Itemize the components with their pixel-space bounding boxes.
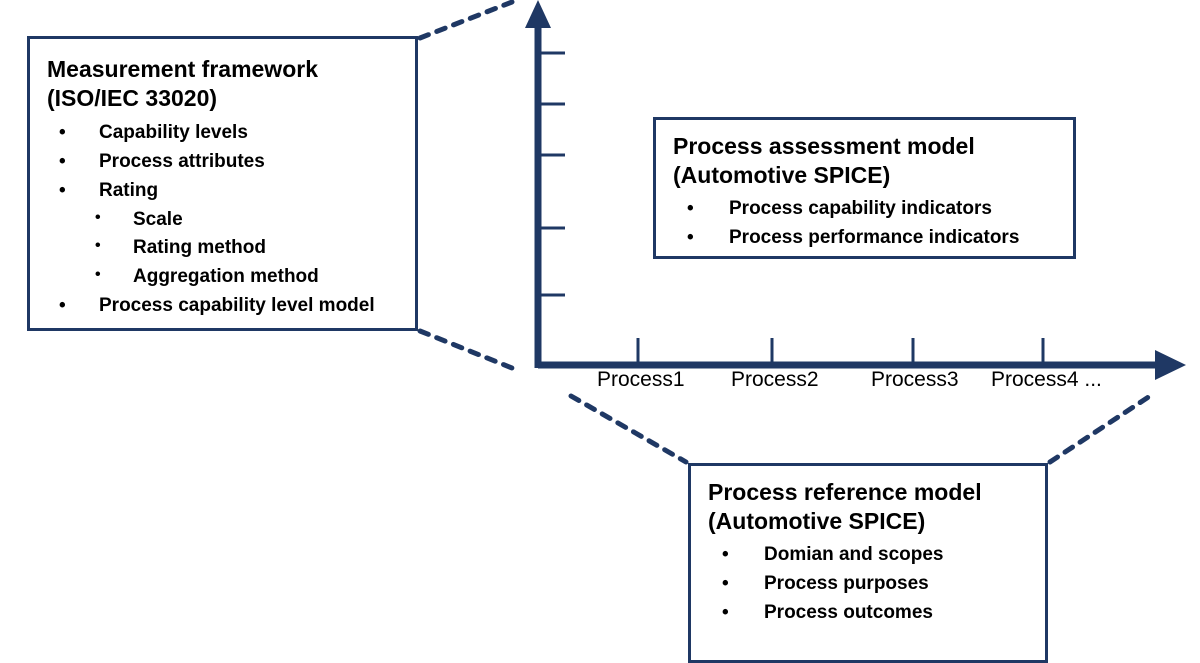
connector-layer [417, 0, 1153, 465]
bullet-icon: • [95, 208, 101, 226]
list-item: • Domian and scopes [708, 541, 1045, 570]
bullet-icon: • [59, 179, 66, 201]
bullet-icon: • [687, 197, 694, 219]
list-item: • Process attributes [47, 148, 415, 177]
list-item: • Process outcomes [708, 599, 1045, 628]
list-item-label: Capability levels [99, 121, 248, 143]
process-reference-model-title: Process reference model (Automotive SPIC… [708, 479, 982, 535]
diagram-canvas: Process1 Process2 Process3 Process4 ... … [27, 0, 1186, 663]
bullet-icon: • [722, 601, 729, 623]
connector-origin-to-reference-left [568, 393, 689, 465]
y-axis-arrowhead [525, 0, 551, 28]
bullet-icon: • [687, 226, 694, 248]
list-item: • Rating method [47, 234, 415, 263]
list-item: • Rating [47, 177, 415, 206]
y-axis [525, 0, 565, 368]
list-item: • Scale [47, 206, 415, 235]
process-assessment-model-bullet-list: • Process capability indicators • Proces… [673, 195, 1073, 253]
x-axis-label-process1: Process1 [597, 368, 685, 391]
list-item-label: Scale [133, 208, 183, 230]
box-process-reference-model: Process reference model (Automotive SPIC… [688, 463, 1048, 663]
list-item-label: Domian and scopes [764, 543, 944, 565]
list-item-label: Process purposes [764, 572, 929, 594]
list-item-label: Aggregation method [133, 266, 319, 288]
box-process-assessment-model: Process assessment model (Automotive SPI… [653, 117, 1076, 259]
list-item: • Aggregation method [47, 263, 415, 292]
list-item-label: Rating [99, 179, 159, 201]
process-assessment-model-title: Process assessment model (Automotive SPI… [673, 133, 975, 189]
list-item: • Process purposes [708, 570, 1045, 599]
bullet-icon: • [59, 150, 66, 172]
connector-measurement-to-y-axis-top [417, 0, 515, 41]
bullet-icon: • [722, 543, 729, 565]
list-item-label: Process capability level model [99, 295, 375, 317]
list-item: • Capability levels [47, 119, 415, 148]
bullet-icon: • [59, 295, 66, 317]
measurement-framework-title: Measurement framework (ISO/IEC 33020) [47, 56, 318, 112]
bullet-icon: • [722, 572, 729, 594]
list-item-label: Process attributes [99, 150, 265, 172]
list-item: • Process capability indicators [673, 195, 1073, 224]
x-axis-label-process3: Process3 [871, 368, 959, 391]
bullet-icon: • [95, 237, 101, 255]
bullet-icon: • [59, 121, 66, 143]
list-item-label: Process performance indicators [729, 226, 1020, 248]
bullet-icon: • [95, 266, 101, 284]
list-item: • Process performance indicators [673, 224, 1073, 253]
box-measurement-framework: Measurement framework (ISO/IEC 33020) • … [27, 36, 418, 331]
list-item-label: Process capability indicators [729, 197, 992, 219]
connector-measurement-to-origin [417, 328, 515, 371]
measurement-framework-bullet-list: • Capability levels • Process attributes… [47, 119, 415, 321]
x-axis [538, 338, 1186, 380]
x-axis-label-process4: Process4 ... [991, 368, 1102, 391]
x-axis-arrowhead [1155, 350, 1186, 380]
list-item-label: Process outcomes [764, 601, 933, 623]
x-axis-label-process2: Process2 [731, 368, 819, 391]
axes-layer [525, 0, 1186, 380]
list-item: • Process capability level model [47, 292, 415, 321]
process-reference-model-bullet-list: • Domian and scopes • Process purposes •… [708, 541, 1045, 628]
list-item-label: Rating method [133, 237, 266, 259]
connector-reference-right-to-x-axis-end [1047, 393, 1153, 465]
